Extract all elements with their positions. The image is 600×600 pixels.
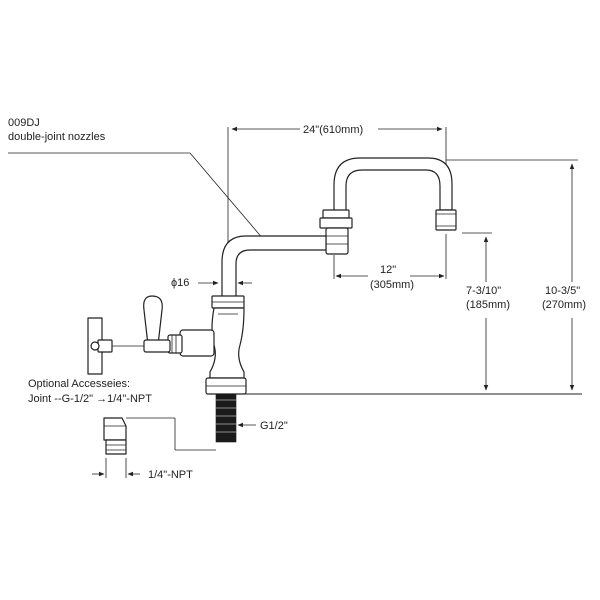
- accessories-joint-line: Joint --G-1/2" →1/4"-NPT: [28, 393, 152, 405]
- accessories-heading: Optional Accesseies:: [28, 378, 130, 390]
- model-description: double-joint nozzles: [8, 131, 106, 143]
- aerator-tip: [435, 209, 457, 231]
- spout-height-mm-label: (185mm): [466, 299, 510, 311]
- pipe-diameter-label: ϕ16: [171, 277, 189, 289]
- valve-assembly: [87, 295, 215, 375]
- overall-height-label: 10-3/5": [545, 285, 580, 297]
- dimension-spout-height: 7-3/10" (185mm): [462, 232, 510, 391]
- faucet-body: [205, 307, 247, 395]
- lower-swivel-nut: [211, 295, 245, 309]
- lever-handle: [143, 295, 163, 346]
- nozzle-reach-label: 12": [380, 264, 396, 276]
- dimension-npt: 1/4"-NPT: [92, 458, 193, 481]
- dimension-overall-height: 10-3/5" (270mm): [446, 159, 586, 391]
- lower-arm: [221, 235, 327, 299]
- model-code: 009DJ: [8, 117, 40, 129]
- valve-bonnet: [179, 329, 215, 357]
- dimension-nozzle-reach: 12" (305mm): [333, 234, 447, 291]
- overall-reach-label: 24"(610mm): [303, 124, 363, 136]
- leader-line-model: [8, 152, 265, 241]
- inlet-thread-label: G1/2": [260, 420, 288, 432]
- overall-height-mm-label: (270mm): [542, 299, 586, 311]
- spout-height-label: 7-3/10": [466, 285, 501, 297]
- optional-joint-adapter: [103, 417, 216, 455]
- upper-swivel-joint: [319, 209, 353, 255]
- cross-handle: [87, 317, 113, 375]
- nozzle-reach-mm-label: (305mm): [370, 279, 414, 291]
- dimension-pipe-diameter: ϕ16: [171, 277, 252, 289]
- threaded-inlet: [215, 393, 237, 443]
- npt-thread-label: 1/4"-NPT: [148, 469, 193, 481]
